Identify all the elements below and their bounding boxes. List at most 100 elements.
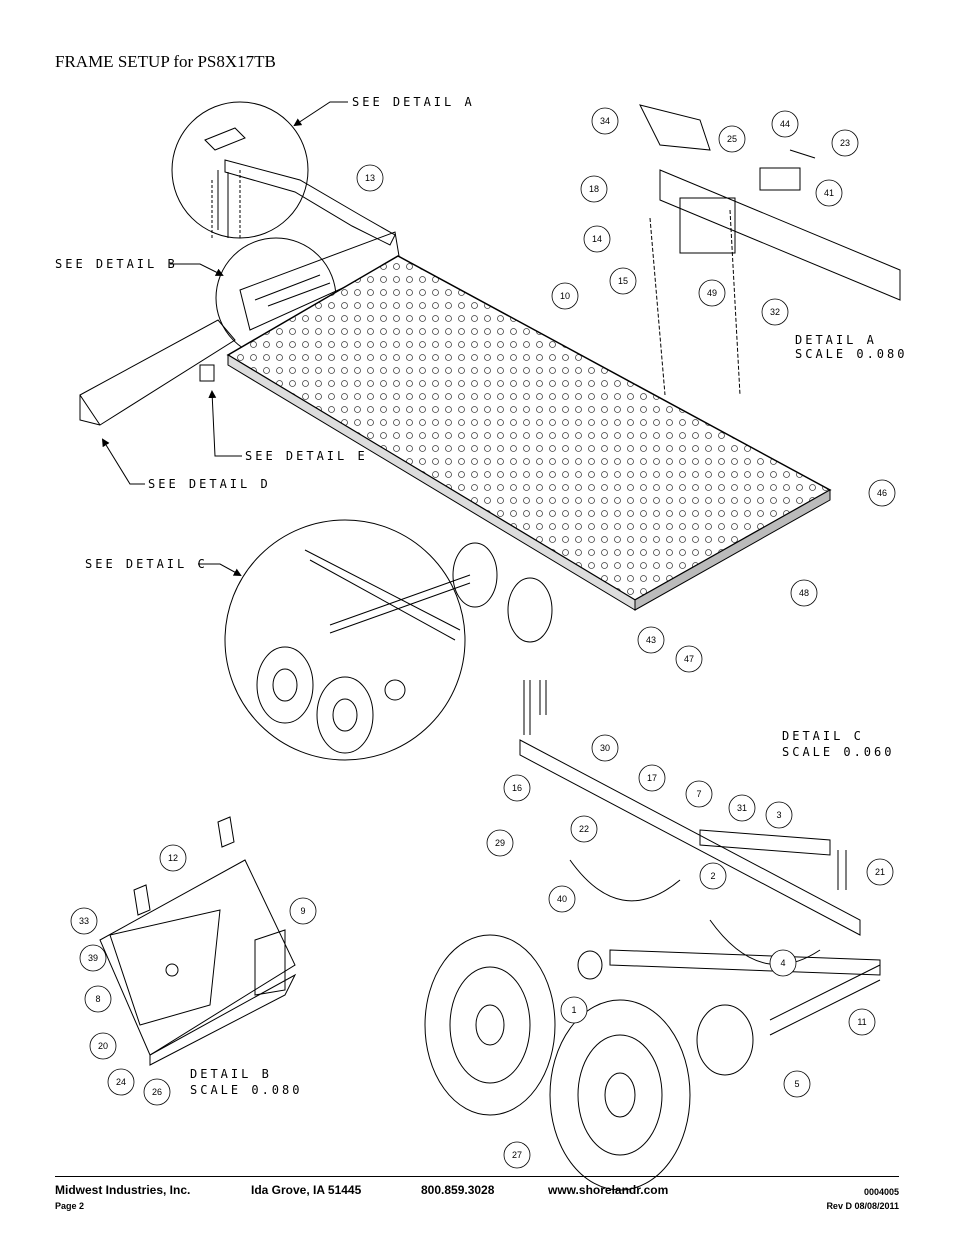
- callout-circle: [570, 815, 598, 843]
- callout-circle: [728, 794, 756, 822]
- callout-circle: [70, 907, 98, 935]
- callout-number: 24: [116, 1077, 126, 1087]
- detail-c-title: DETAIL C: [782, 729, 864, 743]
- detail-a-coupler: [639, 104, 901, 396]
- callout-circle: [107, 1068, 135, 1096]
- callout-circle: [638, 764, 666, 792]
- detail-a-title: DETAIL A: [795, 333, 877, 347]
- callout-number: 31: [737, 803, 747, 813]
- callout-circle: [289, 897, 317, 925]
- callout-2: 2: [699, 862, 727, 890]
- callout-14: 14: [583, 225, 611, 253]
- callout-circle: [84, 985, 112, 1013]
- callout-number: 22: [579, 824, 589, 834]
- callout-40: 40: [548, 885, 576, 913]
- callout-number: 1: [571, 1005, 576, 1015]
- callout-number: 16: [512, 783, 522, 793]
- see-detail-a: SEE DETAIL A: [293, 95, 472, 127]
- callout-circle: [548, 885, 576, 913]
- callout-3: 3: [765, 801, 793, 829]
- callout-circle: [771, 110, 799, 138]
- callout-15: 15: [609, 267, 637, 295]
- callout-31: 31: [728, 794, 756, 822]
- callout-circle: [868, 479, 896, 507]
- callout-number: 2: [710, 871, 715, 881]
- callout-circle: [866, 858, 894, 886]
- see-detail-e-label: SEE DETAIL E: [245, 449, 368, 463]
- callout-number: 30: [600, 743, 610, 753]
- callout-circle: [591, 734, 619, 762]
- callout-circle: [718, 125, 746, 153]
- callout-number: 3: [776, 810, 781, 820]
- document-number: 0004005: [863, 1187, 899, 1197]
- callout-8: 8: [84, 985, 112, 1013]
- callout-number: 49: [707, 288, 717, 298]
- callout-39: 39: [79, 944, 107, 972]
- callout-48: 48: [790, 579, 818, 607]
- callout-7: 7: [685, 780, 713, 808]
- callout-circle: [761, 298, 789, 326]
- callout-number: 14: [592, 234, 602, 244]
- callout-25: 25: [718, 125, 746, 153]
- company-website: www.shorelandr.com: [548, 1183, 669, 1197]
- callout-24: 24: [107, 1068, 135, 1096]
- see-detail-c-label: SEE DETAIL C: [85, 557, 208, 571]
- callout-5: 5: [783, 1070, 811, 1098]
- callout-circle: [356, 164, 384, 192]
- callout-circle: [765, 801, 793, 829]
- callout-44: 44: [771, 110, 799, 138]
- detail-b-scale: SCALE 0.080: [190, 1083, 302, 1097]
- detail-b-fender: [99, 816, 297, 1066]
- detail-e-part: [199, 364, 215, 382]
- callout-circle: [815, 179, 843, 207]
- callout-number: 39: [88, 953, 98, 963]
- callout-number: 29: [495, 838, 505, 848]
- callout-number: 21: [875, 867, 885, 877]
- callout-13: 13: [356, 164, 384, 192]
- callout-number: 32: [770, 307, 780, 317]
- callout-circle: [143, 1078, 171, 1106]
- callout-12: 12: [159, 844, 187, 872]
- callout-number: 27: [512, 1150, 522, 1160]
- callout-circle: [591, 107, 619, 135]
- callout-circle: [783, 1070, 811, 1098]
- callout-33: 33: [70, 907, 98, 935]
- callout-4: 4: [769, 949, 797, 977]
- callout-number: 5: [794, 1079, 799, 1089]
- callout-22: 22: [570, 815, 598, 843]
- callout-17: 17: [638, 764, 666, 792]
- footer: Midwest Industries, Inc. Ida Grove, IA 5…: [55, 1176, 899, 1211]
- callout-circle: [848, 1008, 876, 1036]
- callout-number: 40: [557, 894, 567, 904]
- callout-circle: [675, 645, 703, 673]
- callout-number: 13: [365, 173, 375, 183]
- callout-9: 9: [289, 897, 317, 925]
- callout-bubbles: 1310342544231814154941324648434730161773…: [70, 107, 896, 1169]
- callout-number: 9: [300, 906, 305, 916]
- callout-circle: [580, 175, 608, 203]
- callout-26: 26: [143, 1078, 171, 1106]
- see-detail-b: SEE DETAIL B: [55, 257, 224, 276]
- see-detail-d-label: SEE DETAIL D: [148, 477, 271, 491]
- callout-number: 33: [79, 916, 89, 926]
- callout-circle: [609, 267, 637, 295]
- see-detail-e: SEE DETAIL E: [208, 390, 368, 463]
- callout-10: 10: [551, 282, 579, 310]
- callout-circle: [583, 225, 611, 253]
- callout-number: 48: [799, 588, 809, 598]
- callout-46: 46: [868, 479, 896, 507]
- callout-circle: [790, 579, 818, 607]
- callout-circle: [89, 1032, 117, 1060]
- callout-circle: [685, 780, 713, 808]
- callout-16: 16: [503, 774, 531, 802]
- callout-number: 41: [824, 188, 834, 198]
- callout-number: 23: [840, 138, 850, 148]
- callout-number: 8: [95, 994, 100, 1004]
- callout-number: 11: [857, 1017, 866, 1027]
- callout-number: 46: [877, 488, 887, 498]
- company-name: Midwest Industries, Inc.: [55, 1183, 191, 1197]
- callout-1: 1: [560, 996, 588, 1024]
- callout-49: 49: [698, 279, 726, 307]
- callout-30: 30: [591, 734, 619, 762]
